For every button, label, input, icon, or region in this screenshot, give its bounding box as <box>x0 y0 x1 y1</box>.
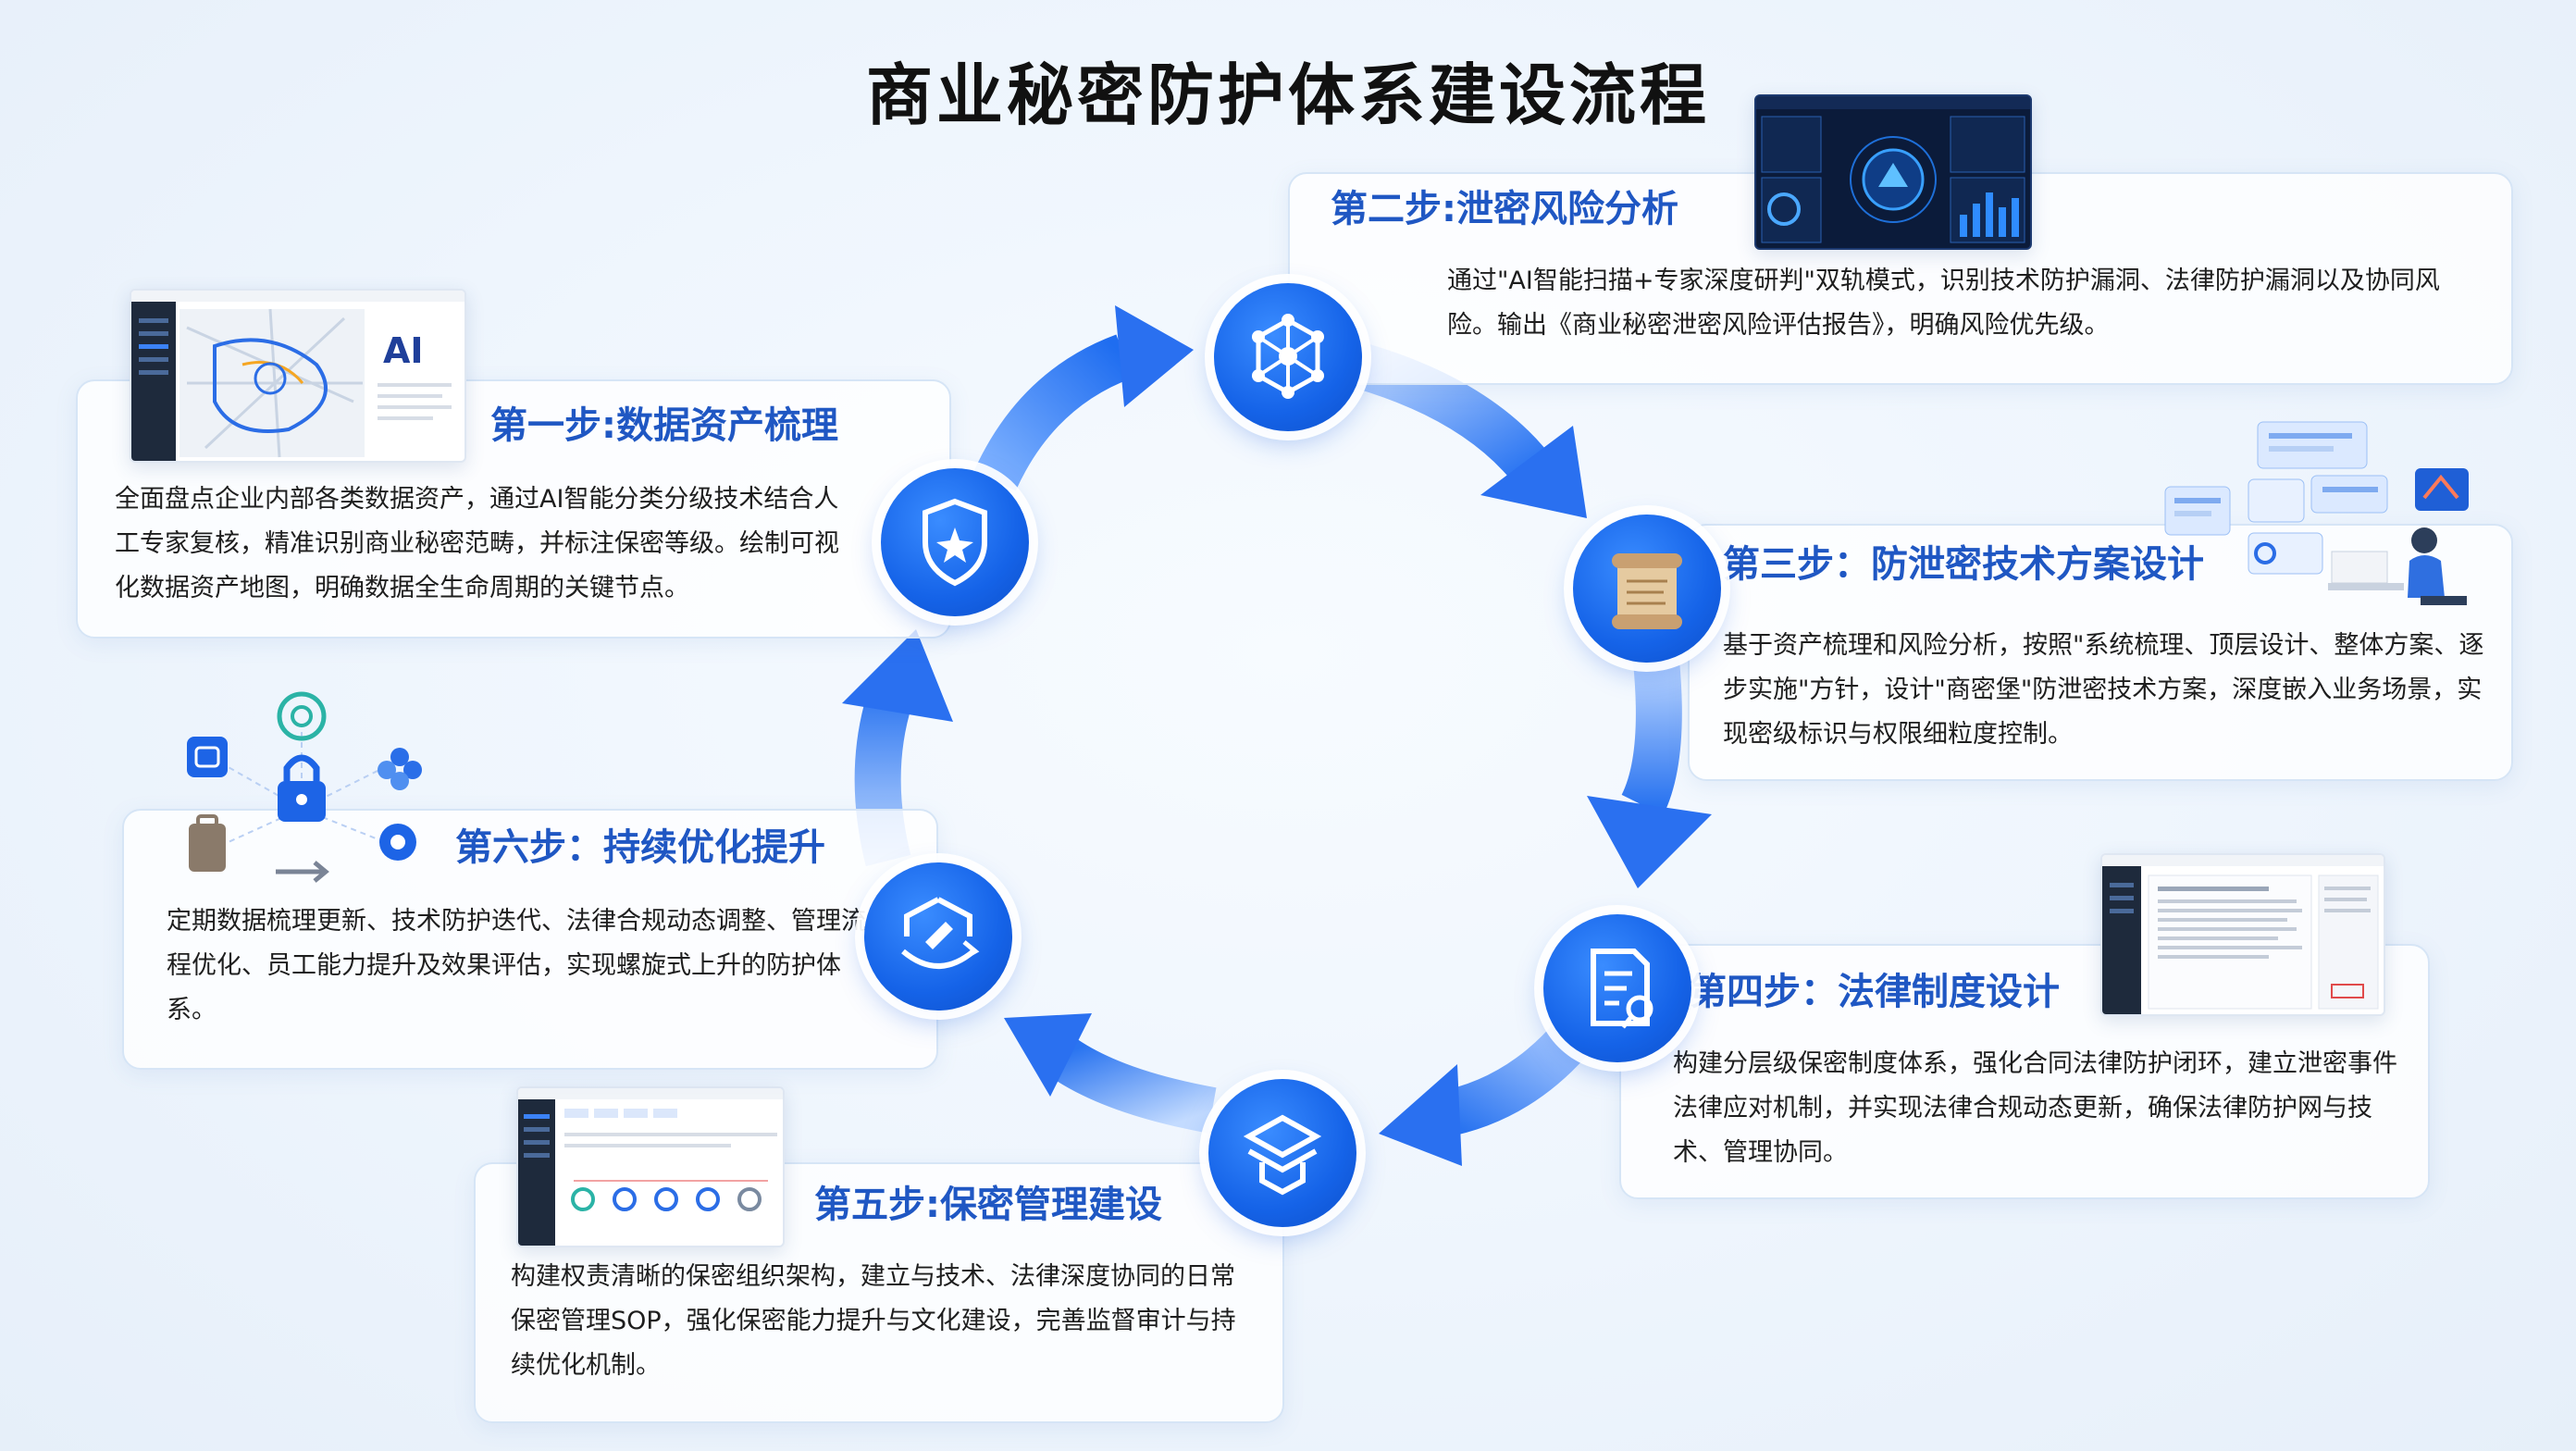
step-3-node <box>1573 515 1721 663</box>
step-1-description: 全面盘点企业内部各类数据资产，通过AI智能分类分级技术结合人工专家复核，精准识别… <box>115 485 839 602</box>
step-6-card <box>122 809 938 1070</box>
step-4-description: 构建分层级保密制度体系，强化合同法律防护闭环，建立泄密事件法律应对机制，并实现法… <box>1673 1049 2397 1167</box>
network-hex-icon <box>1252 314 1324 399</box>
step-5-node <box>1208 1079 1356 1227</box>
briefcase-icon <box>189 824 226 872</box>
step-6-description: 定期数据梳理更新、技术防护迭代、法律合规动态调整、管理流程优化、员工能力提升及效… <box>167 907 866 1024</box>
step-4-legal-document-screenshot <box>2100 853 2385 1016</box>
step-3-solution-illustration <box>2147 413 2480 616</box>
step-5-description: 构建权责清晰的保密组织架构，建立与技术、法律深度协同的日常保密管理SOP，强化保… <box>511 1262 1236 1380</box>
app-icon <box>187 737 228 777</box>
page-title: 商业秘密防护体系建设流程 <box>865 56 1710 134</box>
step-1-node <box>881 468 1029 616</box>
hexagon-layers-icon <box>1243 1114 1322 1196</box>
scroll-icon <box>1612 553 1682 629</box>
step-2-risk-dashboard-screenshot <box>1754 94 2032 250</box>
document-edit-icon <box>1591 949 1653 1029</box>
step-6-security-illustration <box>176 688 444 883</box>
step-4-title: 第四步：法律制度设计 <box>1690 971 2060 1013</box>
step-6-node <box>864 862 1012 1011</box>
step-2-title: 第二步:泄密风险分析 <box>1331 188 1678 230</box>
step-4-node <box>1543 914 1691 1062</box>
step-2-node <box>1214 283 1362 431</box>
step-6-title: 第六步：持续优化提升 <box>455 826 825 869</box>
step-1-title: 第一步:数据资产梳理 <box>490 404 838 447</box>
step-1-data-map-screenshot: AI <box>130 289 466 463</box>
step-5-management-console-screenshot <box>516 1086 785 1247</box>
step-2-description: 通过"AI智能扫描+专家深度研判"双轨模式，识别技术防护漏洞、法律防护漏洞以及协… <box>1447 267 2440 340</box>
step-3-description: 基于资产梳理和风险分析，按照"系统梳理、顶层设计、整体方案、逐步实施"方针，设计… <box>1723 631 2484 749</box>
ai-logo-text: AI <box>383 330 424 371</box>
step-5-title: 第五步:保密管理建设 <box>814 1184 1162 1226</box>
cycle-shield-icon <box>901 897 980 969</box>
shield-star-icon <box>923 498 987 587</box>
step-3-title: 第三步：防泄密技术方案设计 <box>1723 543 2204 586</box>
target-icon <box>277 691 327 741</box>
